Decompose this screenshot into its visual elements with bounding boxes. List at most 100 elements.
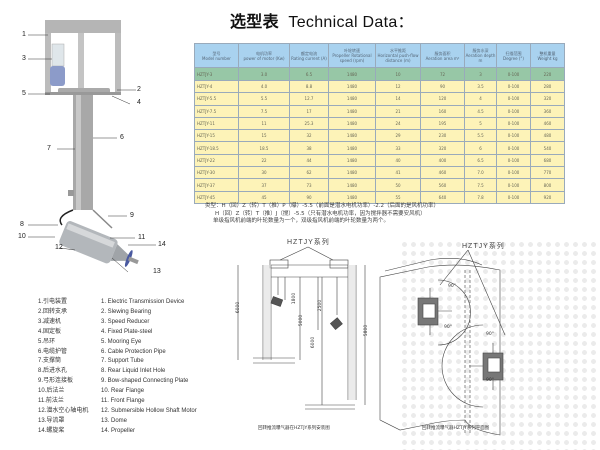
- table-cell: 7.5: [238, 104, 290, 118]
- table-cell: 32: [289, 129, 329, 143]
- table-cell: 37: [238, 178, 290, 192]
- table-cell: 6: [464, 141, 497, 155]
- callout-14: 14: [158, 241, 166, 248]
- table-cell: 320: [420, 141, 465, 155]
- callout-10: 10: [18, 233, 26, 240]
- dim-label: 6000: [311, 336, 317, 349]
- legend-item: 13. Dome: [101, 417, 128, 424]
- header-en: power of motor (Kw): [243, 55, 285, 61]
- table-cell: 72: [420, 67, 465, 81]
- caption-right: 回转推流曝气器HZTJY系列平面图: [422, 426, 490, 431]
- table-cell: 90: [420, 79, 465, 94]
- table-cell: 120: [420, 92, 465, 106]
- table-cell: 33: [375, 141, 421, 155]
- series-label-right: HZTJY系列: [462, 243, 505, 250]
- table-cell: 4: [464, 92, 497, 106]
- table-cell: HZTJY-30: [194, 166, 239, 180]
- table-cell: 1480: [328, 141, 376, 155]
- table-cell: 15: [238, 129, 290, 143]
- table-cell: 3.0: [238, 67, 290, 81]
- table-cell: 1480: [328, 129, 376, 143]
- callout-5: 5: [22, 90, 26, 97]
- legend-item: 10.后法兰: [38, 388, 65, 395]
- series-label-left: HZTJY系列: [287, 239, 330, 246]
- header-en: Weight kg: [537, 55, 558, 61]
- table-cell: 540: [530, 141, 565, 155]
- table-cell: 160: [420, 104, 465, 118]
- legend-item: 12.潜水空心轴电机: [38, 407, 89, 414]
- type-notes: 类型：H（回）Z（转）T（推）P（曝）-5.5（前面是潜水电机功率）-2.2（后…: [205, 203, 439, 226]
- legend-item: 6. Cable Protection Pipe: [101, 348, 166, 355]
- header-cn: 额定电流: [301, 50, 317, 56]
- table-cell: 7.5: [464, 178, 497, 192]
- legend-item: 9.弓形连接板: [38, 378, 74, 385]
- table-cell: HZTJY-45: [194, 190, 239, 204]
- table-cell: HZTJY-11: [194, 116, 239, 131]
- table-cell: 41: [375, 166, 421, 180]
- table-cell: 0-100: [496, 116, 531, 131]
- header-en: Horizontal push-flow distance (m): [377, 53, 419, 63]
- table-cell: 680: [530, 153, 565, 168]
- table-cell: 29: [375, 129, 421, 143]
- legend-item: 8.后进水孔: [38, 368, 68, 375]
- table-cell: 38: [289, 141, 329, 155]
- table-cell: HZTJY-5.5: [194, 92, 239, 106]
- table-cell: 0-100: [496, 79, 531, 94]
- table-cell: 62: [289, 166, 329, 180]
- header-en: Rating current (A): [291, 55, 327, 61]
- table-cell: 320: [530, 92, 565, 106]
- table-cell: 3: [464, 67, 497, 81]
- header-en: Aeration area m²: [425, 55, 460, 61]
- callout-8: 8: [20, 221, 24, 228]
- table-cell: HZTJY-3: [194, 67, 239, 81]
- table-cell: 1480: [328, 166, 376, 180]
- header-en: Degree (°): [503, 55, 524, 61]
- legend-item: 6.电缆护管: [38, 348, 68, 355]
- table-cell: 18.5: [238, 141, 290, 155]
- callout-9: 9: [130, 212, 134, 219]
- note-line: 类型：H（回）Z（转）T（推）P（曝）-5.5（前面是潜水电机功率）-2.2（后…: [205, 203, 440, 209]
- legend-item: 12. Submersible Hollow Shaft Motor: [101, 407, 197, 414]
- note-line: 单级指风机前端的叶轮数量为一个，双级指风机前端的叶轮数量为两个。: [213, 218, 390, 224]
- legend-item: 5. Mooring Eye: [101, 338, 142, 345]
- dim-label: 2500: [318, 299, 324, 312]
- table-cell: 1480: [328, 67, 376, 81]
- table-cell: 17: [289, 104, 329, 118]
- table-cell: 1480: [328, 92, 376, 106]
- legend-item: 11. Front Flange: [101, 398, 145, 405]
- callout-13: 13: [153, 268, 161, 275]
- table-cell: 1480: [328, 79, 376, 94]
- table-cell: 11: [238, 116, 290, 131]
- table-cell: 770: [530, 166, 565, 180]
- table-cell: 0-100: [496, 153, 531, 168]
- table-cell: 920: [530, 190, 565, 204]
- legend-item: 11.前法兰: [38, 398, 64, 405]
- angle-label: 90°: [448, 284, 456, 289]
- table-cell: 1480: [328, 178, 376, 192]
- table-cell: 24: [375, 116, 421, 131]
- table-cell: 40: [375, 153, 421, 168]
- table-cell: 0-100: [496, 67, 531, 81]
- table-cell: 55: [375, 190, 421, 204]
- table-cell: 8.8: [289, 79, 329, 94]
- table-cell: HZTJY-15: [194, 129, 239, 143]
- dim-label: 5000: [299, 314, 305, 327]
- table-cell: 3.5: [464, 79, 497, 94]
- header-cn: 型号: [212, 50, 221, 56]
- legend-item: 2. Slewing Bearing: [101, 308, 152, 315]
- table-cell: 0-100: [496, 92, 531, 106]
